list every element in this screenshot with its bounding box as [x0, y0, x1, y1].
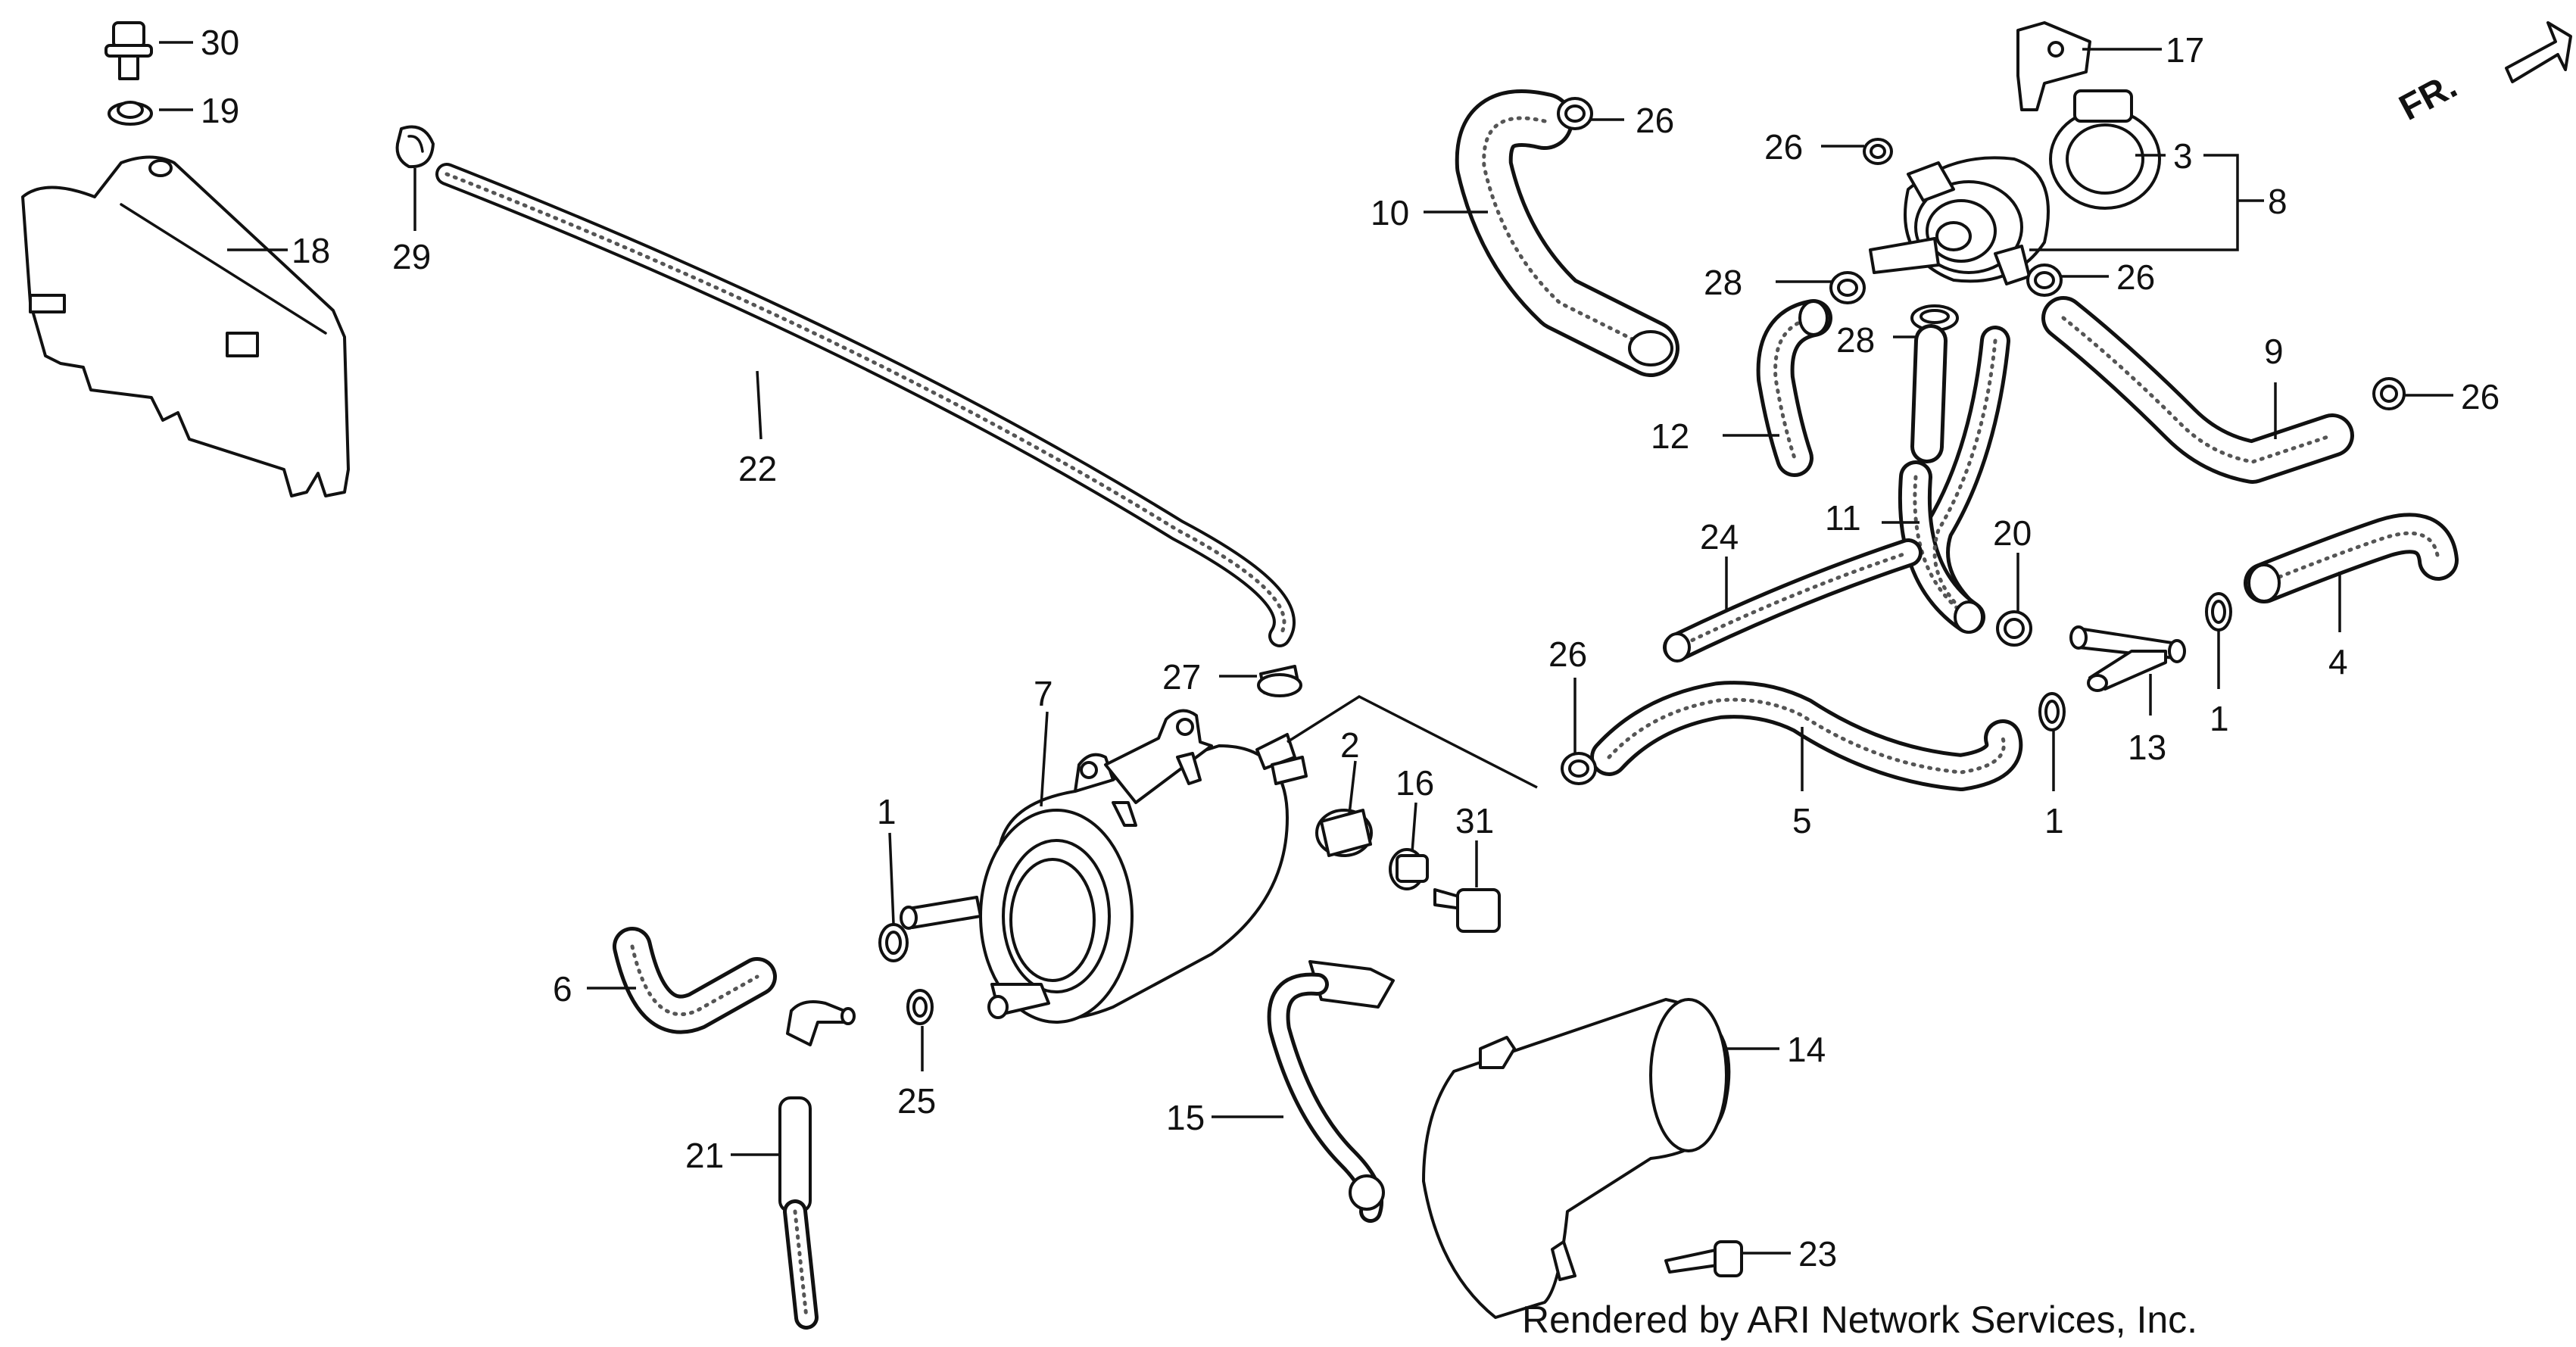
bracket-17	[2016, 21, 2091, 111]
callout-8: 8	[2268, 182, 2288, 221]
callout-28-center: 28	[1836, 320, 1875, 360]
t-joint-13	[2069, 625, 2186, 692]
callouts: 30 19 18 29 22 10 26 17 3 8 26 28	[159, 23, 2500, 1274]
y-hose-11	[1898, 324, 2010, 634]
callout-1-left: 1	[877, 792, 897, 831]
tube-24	[1663, 538, 1923, 663]
clip-27	[1257, 665, 1302, 697]
bolt-30	[104, 21, 153, 80]
callout-31: 31	[1455, 801, 1494, 840]
canister-7	[900, 694, 1538, 1024]
washer-19	[108, 101, 153, 126]
callout-3: 3	[2173, 136, 2193, 176]
hose-4	[2244, 513, 2459, 603]
callout-20: 20	[1993, 513, 2032, 553]
callout-27: 27	[1162, 657, 1201, 697]
tube-22	[435, 163, 1296, 647]
front-direction-arrow: FR.	[2393, 21, 2572, 129]
grommet-2	[1315, 809, 1373, 857]
hose-10	[1455, 89, 1679, 377]
callout-2: 2	[1340, 725, 1360, 765]
callout-22: 22	[738, 449, 777, 488]
callout-1-center: 1	[2044, 801, 2064, 840]
clip-1-center	[2038, 692, 2066, 731]
clip-1-left	[878, 923, 909, 962]
callout-26-valve-right: 26	[2116, 257, 2155, 297]
callout-16: 16	[1396, 763, 1434, 803]
callout-29: 29	[392, 237, 431, 276]
clip-26-valve-top	[1863, 138, 1893, 165]
footer-credit: Rendered by ARI Network Services, Inc.	[1522, 1299, 2197, 1341]
callout-4: 4	[2328, 642, 2348, 681]
hose-9	[2041, 296, 2354, 484]
clip-20	[1996, 610, 2032, 647]
callout-23: 23	[1798, 1234, 1837, 1274]
callout-14: 14	[1787, 1030, 1826, 1069]
callout-19: 19	[201, 91, 239, 130]
callout-10: 10	[1371, 193, 1409, 232]
callout-28-left: 28	[1704, 263, 1742, 302]
callout-7: 7	[1034, 674, 1053, 713]
bolt-23	[1664, 1240, 1743, 1277]
front-direction-label: FR.	[2393, 66, 2463, 129]
clip-26-valve-right	[2026, 263, 2063, 297]
clip-29	[395, 125, 435, 169]
callout-17: 17	[2166, 30, 2204, 70]
callout-1-right: 1	[2210, 699, 2229, 738]
callout-26-valve-top: 26	[1764, 127, 1803, 167]
callout-12: 12	[1651, 416, 1689, 456]
muffler-14	[1422, 998, 1731, 1319]
callout-15: 15	[1166, 1098, 1205, 1137]
callout-18: 18	[292, 231, 330, 270]
air-valve-8	[1869, 156, 2050, 285]
hose-5	[1590, 681, 2023, 791]
elbow-hose-12	[1756, 299, 1832, 477]
callout-24: 24	[1700, 517, 1739, 557]
callout-26-top: 26	[1636, 101, 1674, 140]
clip-1-right	[2205, 592, 2232, 631]
callout-25: 25	[897, 1081, 936, 1121]
callout-26-hose5: 26	[1548, 635, 1587, 674]
cover-panel-18	[21, 155, 350, 497]
clip-26-right	[2372, 377, 2406, 410]
clip-26-upper	[1557, 97, 1593, 130]
strap-15	[1267, 960, 1395, 1223]
collar-16	[1389, 848, 1429, 890]
callout-11: 11	[1825, 498, 1861, 538]
clip-28-left	[1829, 271, 1866, 304]
hose-6	[613, 927, 777, 1034]
callout-13: 13	[2128, 728, 2166, 767]
callout-26-right: 26	[2461, 377, 2500, 416]
elbow-fitting	[786, 1000, 856, 1046]
callout-9: 9	[2264, 332, 2284, 371]
tube-21	[778, 1096, 819, 1330]
callout-30: 30	[201, 23, 239, 62]
callout-6: 6	[553, 969, 572, 1009]
callout-5: 5	[1792, 801, 1812, 840]
bolt-31	[1433, 888, 1501, 933]
clip-26-left-hose5	[1561, 752, 1597, 785]
clip-25	[906, 989, 934, 1025]
callout-21: 21	[685, 1136, 724, 1175]
clamp-ring-3	[2049, 89, 2161, 210]
